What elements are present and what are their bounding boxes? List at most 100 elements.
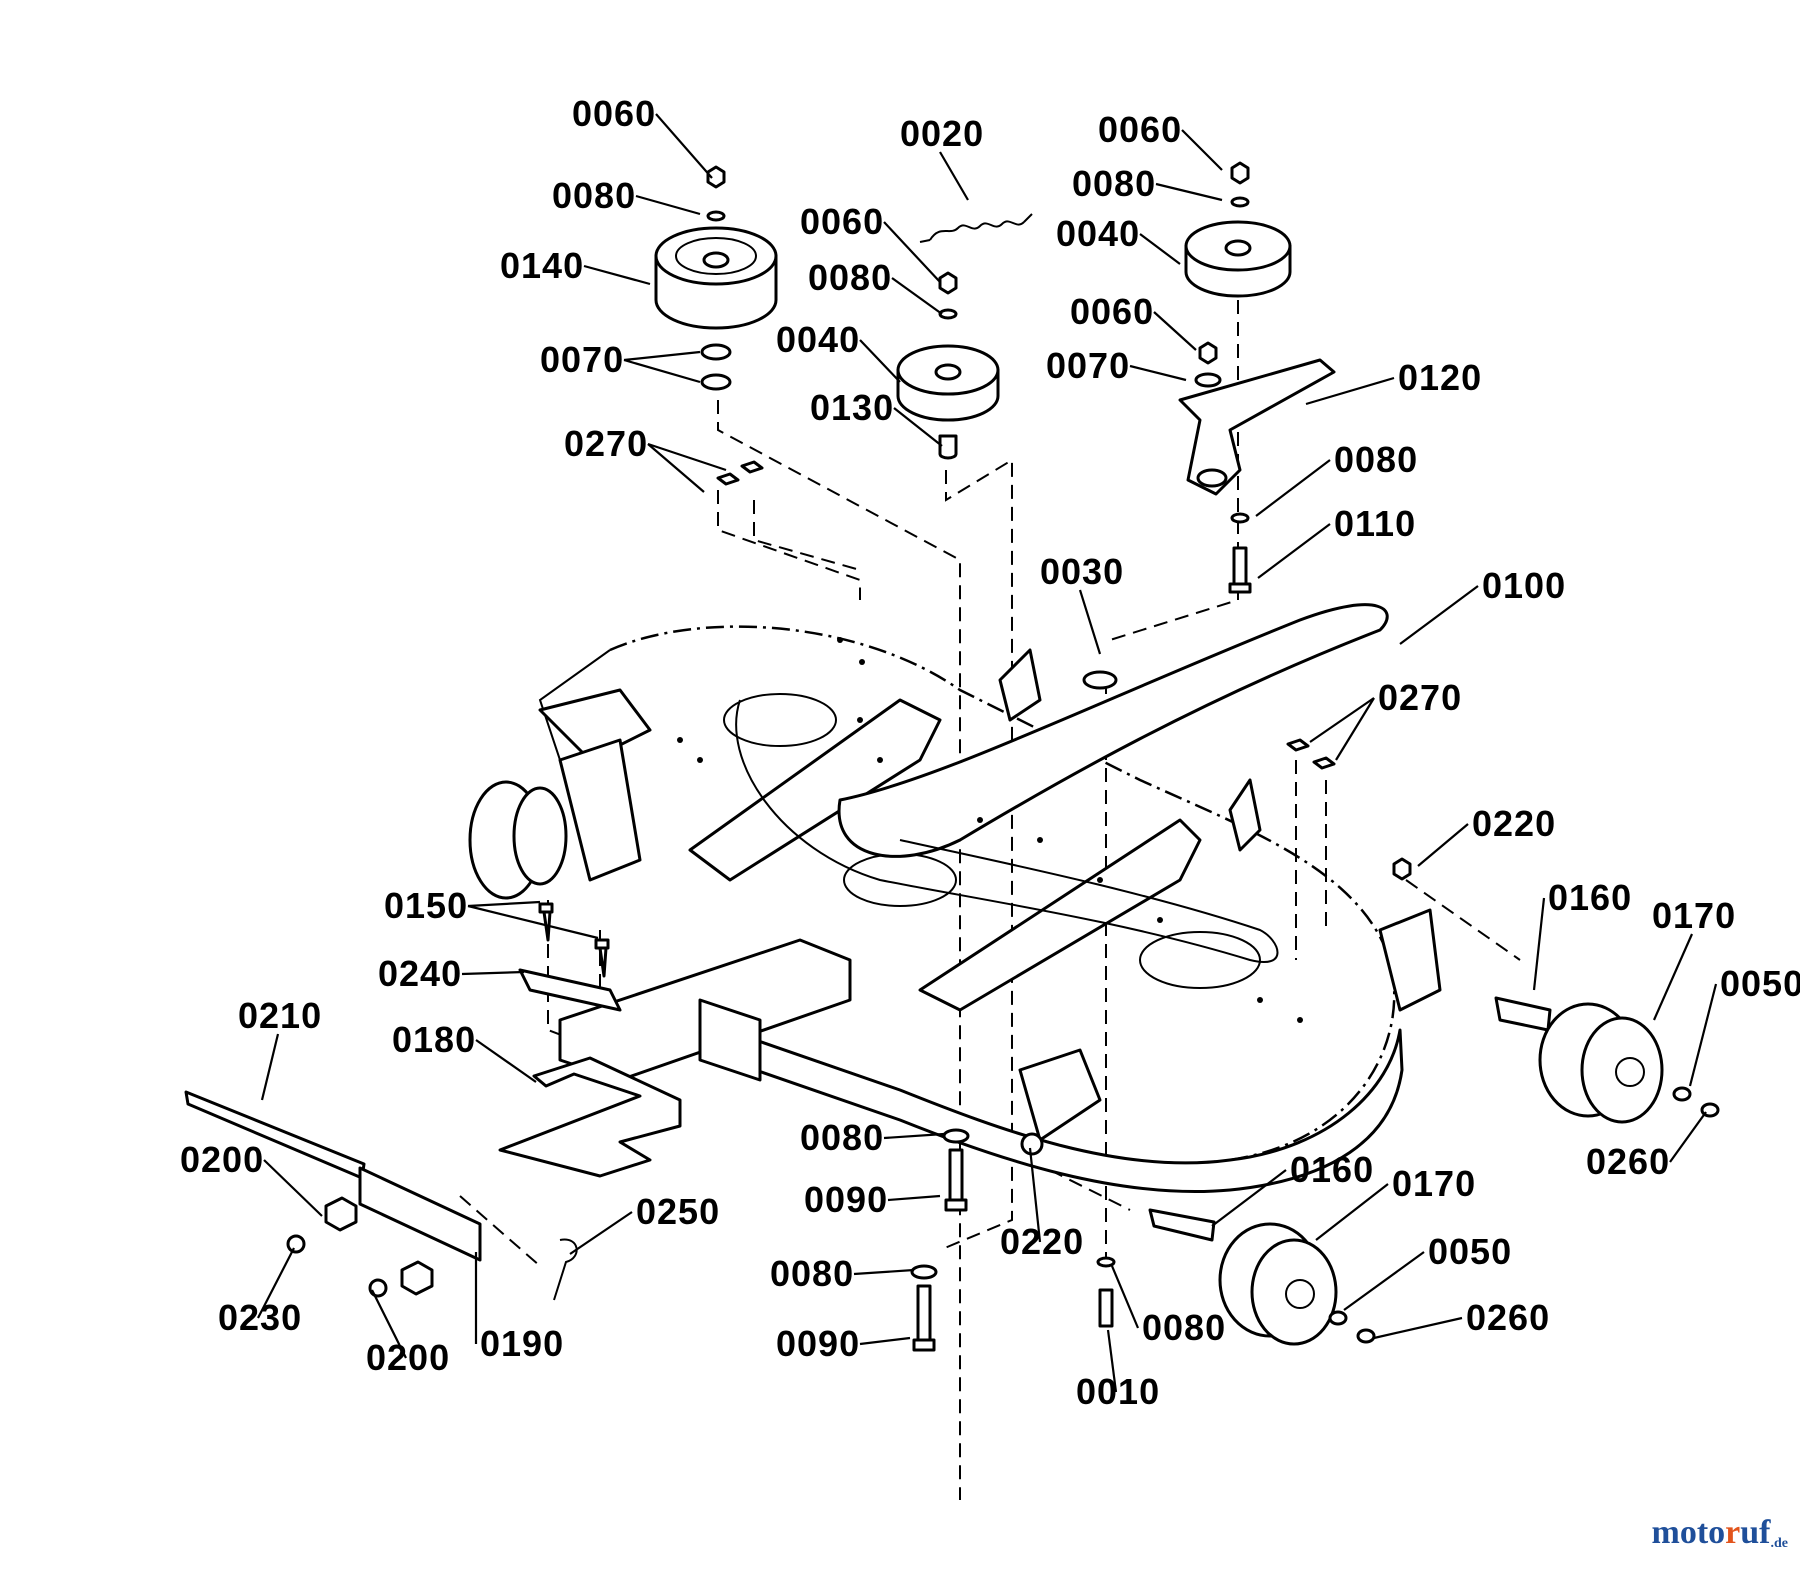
part-number-label: 0160 bbox=[1548, 877, 1632, 918]
leader-line bbox=[853, 1268, 915, 1276]
leader-line bbox=[859, 1336, 911, 1346]
part-number-label: 0110 bbox=[1334, 503, 1416, 544]
leader-line bbox=[1417, 823, 1469, 867]
leader-line bbox=[1110, 1265, 1140, 1329]
callout-0120: 0120 bbox=[1305, 357, 1481, 406]
part-number-label: 0090 bbox=[776, 1323, 860, 1364]
callout-0060: 0060 bbox=[572, 93, 713, 179]
leader-line bbox=[891, 277, 943, 315]
callout-0050: 0050 bbox=[1688, 963, 1800, 1087]
leader-line bbox=[623, 358, 701, 384]
front-bar-assembly bbox=[184, 968, 682, 1301]
bracket-0190 bbox=[358, 1166, 482, 1262]
callout-0040: 0040 bbox=[1056, 213, 1181, 265]
pulley-0140 bbox=[654, 226, 778, 330]
callout-0030: 0030 bbox=[1040, 551, 1124, 655]
part-number-label: 0180 bbox=[392, 1019, 476, 1060]
part-number-label: 0140 bbox=[500, 245, 584, 286]
part-number-label: 0090 bbox=[804, 1179, 888, 1220]
leader-line bbox=[1255, 459, 1331, 517]
idler-arm-0120 bbox=[1178, 358, 1336, 496]
callout-0080: 0080 bbox=[800, 1117, 945, 1158]
watermark-part-uf: uf bbox=[1740, 1514, 1771, 1551]
callout-0070: 0070 bbox=[540, 339, 701, 380]
part-number-label: 0260 bbox=[1586, 1141, 1670, 1182]
callout-0060: 0060 bbox=[1070, 291, 1197, 351]
callout-0160: 0160 bbox=[1211, 1149, 1374, 1227]
callout-0260: 0260 bbox=[1586, 1111, 1707, 1182]
part-number-label: 0050 bbox=[1428, 1231, 1512, 1272]
part-number-label: 0100 bbox=[1482, 565, 1566, 606]
bar-0180 bbox=[498, 1056, 682, 1178]
callout-0240: 0240 bbox=[378, 953, 525, 994]
leader-line bbox=[623, 350, 701, 362]
part-number-label: 0210 bbox=[238, 995, 322, 1036]
leader-line bbox=[1211, 1169, 1287, 1227]
leader-line bbox=[461, 970, 525, 976]
part-number-label: 0160 bbox=[1290, 1149, 1374, 1190]
leader-line bbox=[883, 1132, 945, 1140]
part-number-label: 0170 bbox=[1392, 1163, 1476, 1204]
callout-0220: 0220 bbox=[1417, 803, 1556, 867]
leader-line bbox=[1688, 983, 1718, 1087]
leader-line bbox=[1309, 697, 1375, 743]
pulley-0040-right bbox=[1184, 220, 1292, 298]
part-number-label: 0080 bbox=[1334, 439, 1418, 480]
callout-0170: 0170 bbox=[1315, 1163, 1476, 1241]
callout-0170: 0170 bbox=[1652, 895, 1735, 1021]
leader-line bbox=[1343, 1251, 1425, 1311]
wheel-left-0170 bbox=[1148, 1208, 1376, 1346]
callout-0260: 0260 bbox=[1373, 1297, 1549, 1340]
part-number-label: 0230 bbox=[218, 1297, 302, 1338]
part-number-label: 0080 bbox=[1072, 163, 1156, 204]
callout-0080: 0080 bbox=[552, 175, 701, 216]
callout-0070: 0070 bbox=[1046, 345, 1187, 386]
leader-line bbox=[883, 221, 941, 283]
part-number-label: 0270 bbox=[564, 423, 648, 464]
callout-0270: 0270 bbox=[564, 423, 727, 472]
leader-line bbox=[467, 904, 599, 940]
part-number-label: 0080 bbox=[770, 1253, 854, 1294]
part-number-label: 0200 bbox=[180, 1139, 264, 1180]
callout-0210: 0210 bbox=[238, 995, 322, 1101]
leader-line bbox=[1315, 1183, 1389, 1241]
callout-0160: 0160 bbox=[1532, 877, 1632, 991]
part-number-label: 0040 bbox=[776, 319, 860, 360]
callout-leader bbox=[1335, 697, 1375, 761]
leader-line bbox=[1106, 1329, 1118, 1393]
watermark-part-r: r bbox=[1725, 1514, 1741, 1551]
part-number-label: 0080 bbox=[1142, 1307, 1226, 1348]
spring-0020 bbox=[919, 213, 1033, 243]
part-number-label: 0060 bbox=[572, 93, 656, 134]
leader-line bbox=[887, 1194, 941, 1202]
callout-0110: 0110 bbox=[1257, 503, 1416, 579]
leader-line bbox=[655, 113, 713, 179]
part-number-label: 0040 bbox=[1056, 213, 1140, 254]
leader-line bbox=[859, 339, 901, 383]
callout-0050: 0050 bbox=[1343, 1231, 1512, 1311]
leader-line bbox=[1399, 585, 1479, 645]
small-hardware bbox=[538, 161, 1412, 1352]
leader-line bbox=[569, 1211, 633, 1255]
part-number-label: 0080 bbox=[800, 1117, 884, 1158]
leader-line bbox=[1652, 933, 1694, 1021]
leader-line bbox=[893, 407, 943, 447]
leader-line bbox=[1129, 364, 1187, 382]
leader-line bbox=[1373, 1316, 1463, 1340]
leader-line bbox=[1532, 897, 1546, 991]
leader-line bbox=[1028, 1147, 1042, 1243]
part-number-label: 0030 bbox=[1040, 551, 1124, 592]
callout-leader bbox=[467, 904, 599, 940]
callout-0150: 0150 bbox=[384, 885, 541, 926]
leader-line bbox=[1181, 129, 1223, 171]
leader-line bbox=[1257, 523, 1331, 579]
part-number-label: 0080 bbox=[552, 175, 636, 216]
part-number-label: 0020 bbox=[900, 113, 984, 154]
callout-0270: 0270 bbox=[1309, 677, 1461, 743]
callout-0140: 0140 bbox=[500, 245, 651, 286]
leader-line bbox=[260, 1033, 280, 1101]
part-number-label: 0150 bbox=[384, 885, 468, 926]
callout-0060: 0060 bbox=[1098, 109, 1223, 171]
part-number-label: 0240 bbox=[378, 953, 462, 994]
part-number-label: 0220 bbox=[1472, 803, 1556, 844]
